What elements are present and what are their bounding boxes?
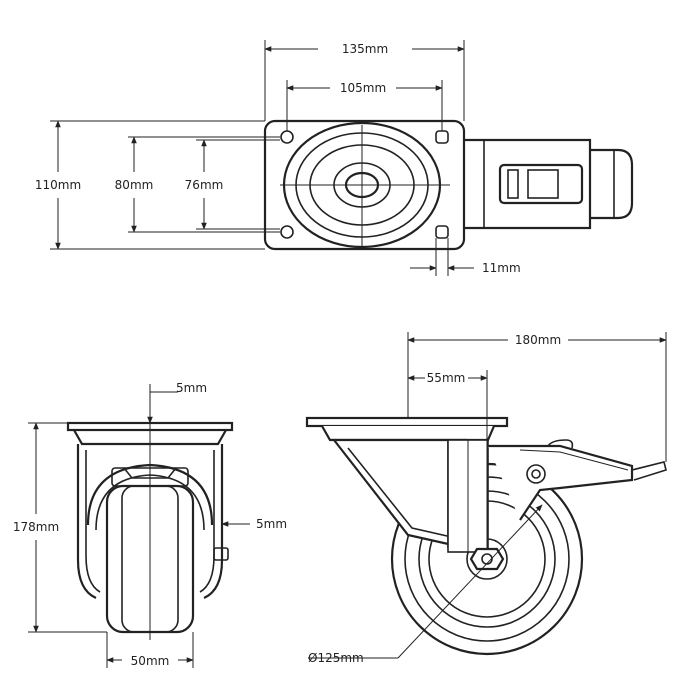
side-brake-lever <box>488 444 634 521</box>
side-view: 180mm 55mm Ø125mm <box>305 332 667 665</box>
top-brake-tip <box>590 148 634 220</box>
side-plate <box>305 416 509 428</box>
dim-top-overall-length: 110mm <box>35 178 81 192</box>
dim-top-bolt-hole-size: 11mm <box>482 261 521 275</box>
top-brake-pad <box>498 163 584 205</box>
top-view: 135mm 105mm 110mm 80mm 76mm 11mm <box>35 40 634 276</box>
dim-side-overall-length: 180mm <box>515 333 561 347</box>
dim-side-wheel-diameter: Ø125mm <box>308 651 364 665</box>
dim-top-bolt-spacing-x: 105mm <box>340 81 386 95</box>
bolt-hole <box>280 225 294 239</box>
side-axle-nut <box>469 547 505 571</box>
dim-front-wheel-width: 50mm <box>131 654 170 668</box>
dim-side-offset: 55mm <box>427 371 466 385</box>
dim-top-overall-width: 135mm <box>342 42 388 56</box>
dim-front-plate-thickness: 5mm <box>176 381 207 395</box>
bolt-hole <box>435 225 449 239</box>
top-brake-body <box>464 138 592 230</box>
dim-front-fork-thickness: 5mm <box>256 517 287 531</box>
front-view: 5mm 178mm 5mm 50mm <box>13 381 287 668</box>
dim-front-overall-height: 178mm <box>13 520 59 534</box>
dim-top-bolt-spacing-y-inner: 76mm <box>185 178 224 192</box>
dim-top-bolt-spacing-y-outer: 80mm <box>115 178 154 192</box>
